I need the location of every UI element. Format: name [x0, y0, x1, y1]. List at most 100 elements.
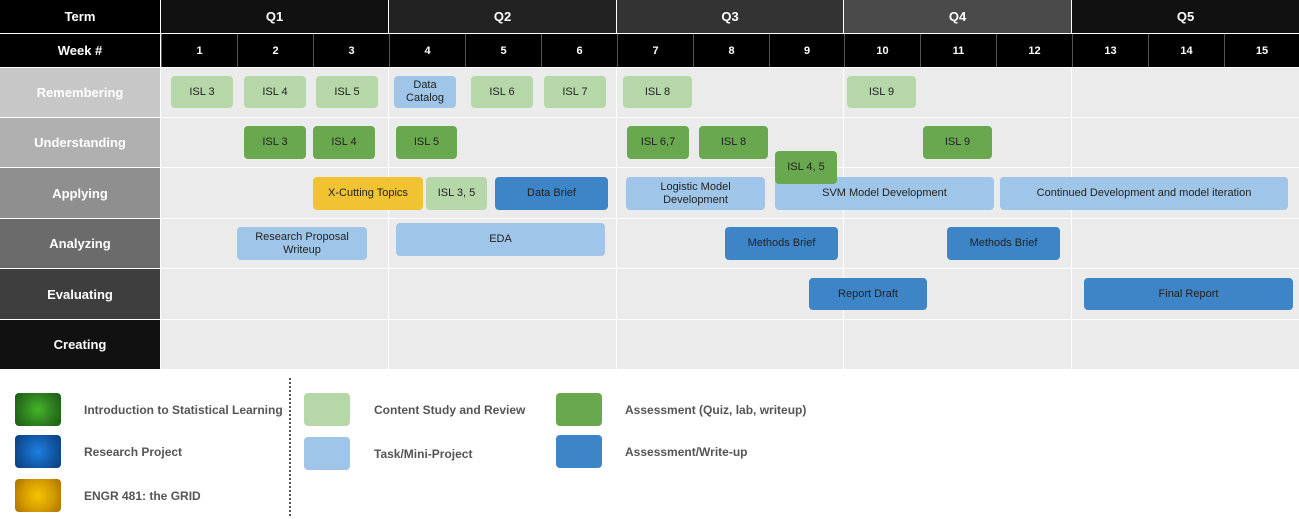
week-cell: 7 — [617, 34, 693, 67]
task-label: Methods Brief — [969, 237, 1038, 249]
task-label: X-Cutting Topics — [328, 187, 408, 199]
task-block[interactable]: ISL 4, 5 — [775, 151, 837, 184]
row-label-remembering: Remembering — [0, 68, 160, 117]
task-block[interactable]: Methods Brief — [947, 227, 1060, 260]
task-block[interactable]: ISL 4 — [313, 126, 375, 159]
legend-swatch-assess-blue — [556, 435, 602, 468]
week-number: 10 — [876, 44, 889, 57]
task-block[interactable]: ISL 3, 5 — [426, 177, 487, 210]
task-block[interactable]: ISL 4 — [244, 76, 306, 108]
task-label: Methods Brief — [747, 237, 816, 249]
task-block[interactable]: ISL 7 — [544, 76, 606, 108]
quarter-divider — [1071, 68, 1072, 369]
quarter-label: Q5 — [1176, 9, 1195, 24]
task-label: ISL 9 — [868, 85, 895, 98]
quarter-divider — [388, 68, 389, 369]
week-number: 13 — [1104, 44, 1117, 57]
task-block[interactable]: Report Draft — [809, 278, 927, 310]
term-header-label: Term — [64, 9, 96, 24]
week-number: 9 — [803, 44, 811, 57]
week-cell: 8 — [693, 34, 769, 67]
row-label-text: Evaluating — [47, 286, 113, 302]
week-number: 2 — [272, 44, 279, 57]
legend-divider — [289, 378, 291, 516]
row-label-text: Remembering — [36, 85, 124, 100]
task-label: ISL 3 — [262, 136, 288, 148]
task-block[interactable]: ISL 8 — [699, 126, 768, 159]
quarter-divider — [616, 68, 617, 369]
task-label: ISL 7 — [562, 85, 588, 98]
quarter-label: Q2 — [493, 9, 512, 24]
task-block[interactable]: Research Proposal Writeup — [237, 227, 367, 260]
row-label-applying: Applying — [0, 168, 160, 218]
week-cell: 4 — [389, 34, 465, 67]
week-number: 4 — [424, 44, 431, 57]
task-label: Research Proposal Writeup — [255, 230, 349, 256]
week-cell: 10 — [844, 34, 920, 67]
task-label: Report Draft — [838, 287, 898, 300]
task-block[interactable]: Final Report — [1084, 278, 1293, 310]
task-block[interactable]: ISL 5 — [316, 76, 378, 108]
week-cell: 14 — [1148, 34, 1224, 67]
row-label-evaluating: Evaluating — [0, 269, 160, 319]
legend-label-assess-blue: Assessment/Write-up — [625, 445, 748, 459]
row-label-creating: Creating — [0, 320, 160, 369]
task-label: ISL 9 — [944, 136, 971, 148]
week-number: 7 — [652, 44, 659, 57]
term-header: Term — [0, 0, 160, 33]
task-label: Final Report — [1158, 287, 1219, 300]
week-number: 8 — [728, 44, 735, 57]
task-label: ISL 4 — [331, 136, 357, 148]
legend-swatch-research — [15, 435, 61, 468]
quarter-header-q1: Q1 — [161, 0, 388, 33]
task-block[interactable]: ISL 3 — [171, 76, 233, 108]
week-header-label: Week # — [57, 43, 103, 58]
legend-label-assess-green: Assessment (Quiz, lab, writeup) — [625, 403, 807, 417]
legend-swatch-assess-green — [556, 393, 602, 426]
task-block[interactable]: ISL 8 — [623, 76, 692, 108]
legend-swatch-grid — [15, 479, 61, 512]
task-block[interactable]: Methods Brief — [725, 227, 838, 260]
week-cell: 11 — [920, 34, 996, 67]
row-label-analyzing: Analyzing — [0, 219, 160, 268]
quarter-header-q2: Q2 — [389, 0, 616, 33]
task-block[interactable]: ISL 6 — [471, 76, 533, 108]
task-block[interactable]: ISL 6,7 — [627, 126, 689, 159]
task-label: ISL 4 — [262, 85, 288, 98]
legend-swatch-isl — [15, 393, 61, 426]
week-cell: 1 — [161, 34, 237, 67]
quarter-divider — [843, 68, 844, 369]
task-block[interactable]: ISL 5 — [396, 126, 457, 159]
week-number: 5 — [500, 44, 507, 57]
task-label: ISL 4, 5 — [787, 161, 825, 173]
week-number: 14 — [1180, 44, 1193, 57]
task-label: Logistic Model Development — [660, 180, 731, 206]
quarter-label: Q3 — [721, 9, 739, 24]
task-label: ISL 3 — [189, 85, 215, 98]
week-number: 11 — [952, 44, 965, 57]
legend-label-task: Task/Mini-Project — [374, 447, 473, 461]
task-label: ISL 8 — [644, 85, 671, 98]
week-cell: 15 — [1224, 34, 1299, 67]
task-block[interactable]: ISL 3 — [244, 126, 306, 159]
row-label-text: Creating — [53, 337, 107, 352]
week-number: 6 — [576, 44, 583, 57]
task-label: EDA — [489, 233, 512, 245]
task-block[interactable]: ISL 9 — [847, 76, 916, 108]
week-cell: 3 — [313, 34, 389, 67]
legend-label-isl: Introduction to Statistical Learning — [84, 403, 283, 417]
legend-label-content: Content Study and Review — [374, 403, 526, 417]
task-block[interactable]: X-Cutting Topics — [313, 177, 423, 210]
quarter-header-q5: Q5 — [1072, 0, 1299, 33]
week-number: 1 — [196, 44, 203, 57]
row-label-understanding: Understanding — [0, 118, 160, 167]
legend-label-grid: ENGR 481: the GRID — [84, 489, 201, 503]
task-label: ISL 3, 5 — [437, 187, 476, 199]
task-block[interactable]: EDA — [396, 223, 605, 256]
task-block[interactable]: Data Catalog — [394, 76, 456, 108]
task-block[interactable]: Logistic Model Development — [626, 177, 765, 210]
task-block[interactable]: Data Brief — [495, 177, 608, 210]
task-block[interactable]: Continued Development and model iteratio… — [1000, 177, 1288, 210]
task-label: ISL 6 — [489, 85, 515, 98]
task-block[interactable]: ISL 9 — [923, 126, 992, 159]
